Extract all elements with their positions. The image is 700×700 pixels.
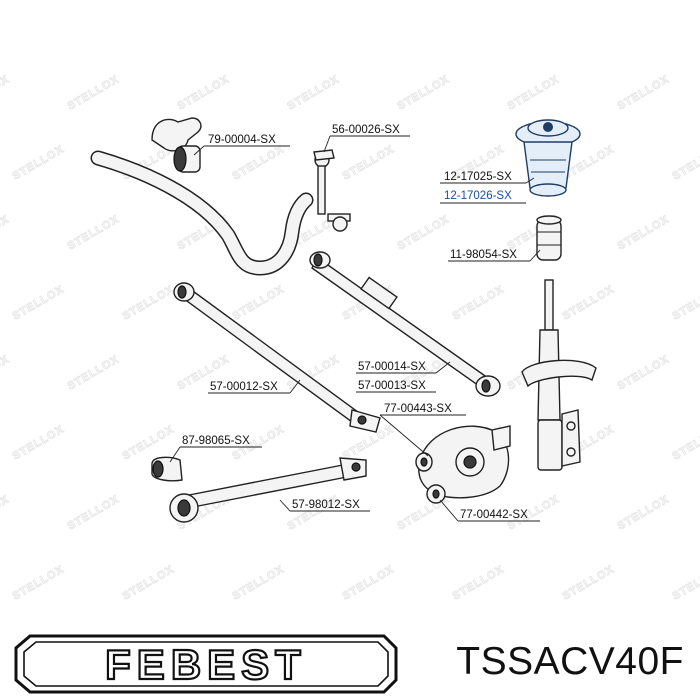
control-arm-adjustable bbox=[309, 251, 501, 397]
watermark-text: STELLOX bbox=[231, 563, 287, 602]
rear-knuckle bbox=[415, 425, 511, 504]
shock-absorber bbox=[521, 279, 597, 471]
label-12-17025: 12-17025-SX bbox=[444, 171, 512, 183]
watermark-text: STELLOX bbox=[561, 283, 617, 322]
stabilizer-link bbox=[313, 149, 351, 232]
watermark-text: STELLOX bbox=[671, 423, 700, 462]
watermark-text: STELLOX bbox=[0, 213, 11, 252]
watermark-text: STELLOX bbox=[231, 283, 287, 322]
watermark-text: STELLOX bbox=[66, 493, 122, 532]
watermark-text: STELLOX bbox=[0, 493, 11, 532]
label-57-00013: 57-00013-SX bbox=[358, 380, 426, 392]
watermark-text: STELLOX bbox=[396, 213, 452, 252]
watermark-text: STELLOX bbox=[616, 493, 672, 532]
watermark-text: STELLOX bbox=[341, 563, 397, 602]
watermark-text: STELLOX bbox=[451, 283, 507, 322]
febest-logo: FEBEST bbox=[14, 634, 398, 694]
label-11-98054: 11-98054-SX bbox=[450, 249, 517, 261]
label-87-98065: 87-98065-SX bbox=[182, 435, 250, 447]
lateral-link bbox=[169, 457, 367, 523]
watermark-text: STELLOX bbox=[396, 73, 452, 112]
label-57-00014: 57-00014-SX bbox=[358, 361, 426, 373]
watermark-text: STELLOX bbox=[616, 353, 672, 392]
watermark-text: STELLOX bbox=[176, 73, 232, 112]
watermark-text: STELLOX bbox=[11, 563, 67, 602]
leader-lines bbox=[169, 135, 541, 522]
watermark-text: STELLOX bbox=[341, 143, 397, 182]
label-57-00012: 57-00012-SX bbox=[210, 381, 278, 393]
stabilizer-bracket bbox=[151, 117, 202, 173]
label-12-17026: 12-17026-SX bbox=[444, 190, 512, 202]
watermark-text: STELLOX bbox=[0, 353, 11, 392]
label-77-00442: 77-00442-SX bbox=[460, 509, 528, 521]
watermark-text: STELLOX bbox=[451, 563, 507, 602]
watermark-text: STELLOX bbox=[0, 73, 11, 112]
stabilizer-bar bbox=[90, 150, 314, 276]
watermark-text: STELLOX bbox=[121, 283, 177, 322]
control-arm-long bbox=[173, 282, 381, 433]
label-56-00026: 56-00026-SX bbox=[332, 124, 400, 136]
watermark-text: STELLOX bbox=[671, 283, 700, 322]
label-77-00443: 77-00443-SX bbox=[384, 403, 452, 415]
arm-bushing bbox=[151, 456, 183, 482]
watermark-text: STELLOX bbox=[66, 213, 122, 252]
bump-stop bbox=[536, 215, 562, 261]
label-57-98012: 57-98012-SX bbox=[292, 499, 360, 511]
strut-mount bbox=[515, 119, 581, 197]
watermark-text: STELLOX bbox=[66, 353, 122, 392]
watermark-text: STELLOX bbox=[286, 73, 342, 112]
watermark-text: STELLOX bbox=[231, 143, 287, 182]
watermark-text: STELLOX bbox=[616, 73, 672, 112]
watermark-text: STELLOX bbox=[506, 73, 562, 112]
logo-text: FEBEST bbox=[105, 641, 307, 688]
watermark-text: STELLOX bbox=[616, 213, 672, 252]
watermark-text: STELLOX bbox=[671, 143, 700, 182]
label-79-00004: 79-00004-SX bbox=[208, 134, 276, 146]
watermark-text: STELLOX bbox=[121, 563, 177, 602]
part-code: TSSACV40F bbox=[456, 640, 684, 683]
watermark-text: STELLOX bbox=[11, 423, 67, 462]
watermark-text: STELLOX bbox=[66, 73, 122, 112]
part-labels: 79-00004-SX 56-00026-SX 12-17025-SX 12-1… bbox=[182, 124, 528, 521]
watermark-text: STELLOX bbox=[561, 563, 617, 602]
watermark-text: STELLOX bbox=[11, 143, 67, 182]
watermark-text: STELLOX bbox=[11, 283, 67, 322]
watermark-text: STELLOX bbox=[671, 563, 700, 602]
